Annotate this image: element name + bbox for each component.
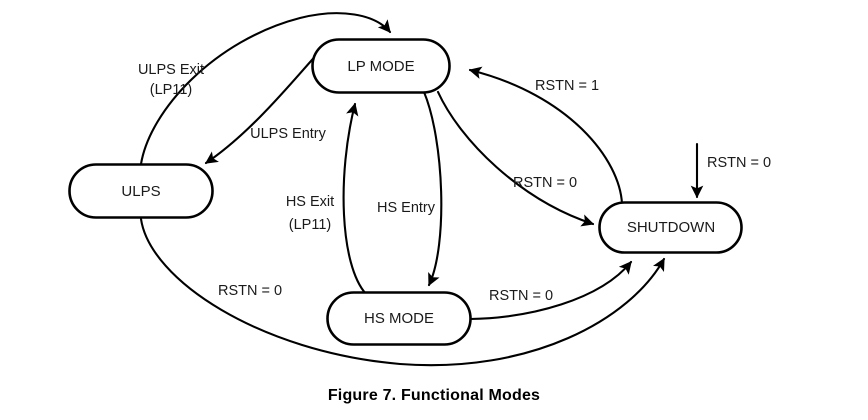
edge-hs-entry-path [422,90,443,287]
edge-ulps-exit-path [139,12,392,166]
edge-ulps-entry: ULPS Entry [204,48,327,165]
edge-shutdown-to-lp-label: RSTN = 1 [535,78,599,94]
edge-hs-to-shutdown-label: RSTN = 0 [489,288,553,304]
node-lp-mode-shape [311,38,451,94]
edge-ulps-to-shutdown-path [139,217,666,367]
node-ulps-shape [68,163,214,219]
edge-ulps-entry-path [204,48,323,165]
edge-ulps-exit-label-line2: (LP11) [150,82,192,98]
edge-hs-to-shutdown-path [468,260,633,321]
edge-hs-to-shutdown: RSTN = 0 [468,260,633,321]
edge-hs-entry: HS Entry [377,90,443,287]
edge-power-on-reset-label: RSTN = 0 [707,155,771,171]
edge-hs-exit-label-line2: (LP11) [289,217,331,233]
node-ulps-label: ULPS [121,183,160,200]
node-ulps[interactable]: ULPS [68,163,214,219]
edge-power-on-reset: RSTN = 0 [690,142,771,199]
edge-shutdown-to-lp: RSTN = 1 [468,66,624,206]
edge-ulps-to-shutdown-label: RSTN = 0 [218,283,282,299]
edge-shutdown-to-lp-path [468,66,624,206]
node-hs-mode-label: HS MODE [364,310,434,327]
edge-hs-exit: HS Exit (LP11) [286,102,368,296]
edge-ulps-to-shutdown: RSTN = 0 [139,217,666,367]
node-lp-mode[interactable]: LP MODE [311,38,451,94]
node-shutdown-label: SHUTDOWN [627,219,715,236]
edge-ulps-exit: ULPS Exit (LP11) [138,12,392,166]
node-shutdown-shape [598,201,743,254]
edge-hs-exit-label: HS Exit [286,194,334,210]
node-lp-mode-label: LP MODE [347,58,414,75]
node-hs-mode-shape [326,291,472,346]
edge-lp-to-shutdown: RSTN = 0 [436,90,595,227]
node-shutdown[interactable]: SHUTDOWN [598,201,743,254]
edge-hs-exit-path [342,102,368,296]
edge-ulps-exit-label: ULPS Exit [138,62,204,78]
edge-ulps-entry-label: ULPS Entry [250,126,326,142]
edge-lp-to-shutdown-label: RSTN = 0 [513,175,577,191]
edge-lp-to-shutdown-path [436,90,595,227]
figure-caption: Figure 7. Functional Modes [328,387,540,404]
edge-hs-entry-label: HS Entry [377,200,436,216]
node-hs-mode[interactable]: HS MODE [326,291,472,346]
